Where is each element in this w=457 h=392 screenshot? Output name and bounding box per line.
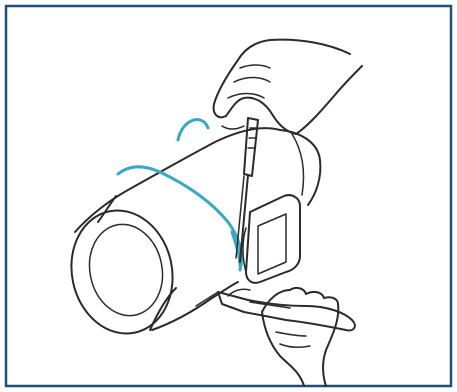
duct-pipe-icon [60, 128, 320, 343]
pliers-icon [218, 289, 355, 330]
frame-border [6, 6, 451, 386]
hand-holding-pliers-icon [262, 288, 338, 386]
hand-holding-screwdriver-icon [214, 40, 362, 134]
inline-fan-box-icon [243, 195, 300, 283]
hose-clamp-icon [118, 119, 242, 270]
